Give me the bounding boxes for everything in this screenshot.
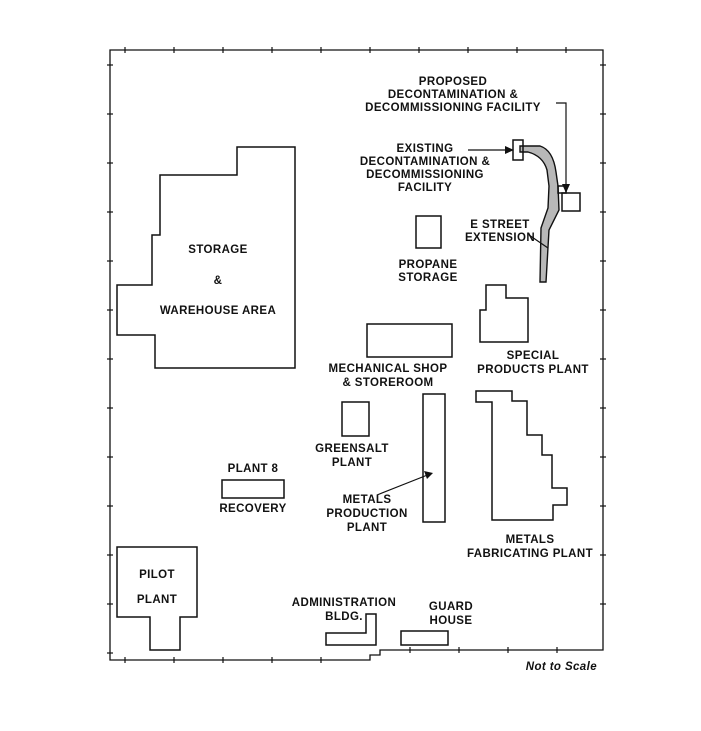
existing-label-line4: FACILITY bbox=[398, 182, 452, 194]
estreet-leader bbox=[528, 234, 549, 249]
special-label-line1: SPECIAL bbox=[507, 350, 560, 362]
existing-facility-arrowhead bbox=[505, 146, 514, 154]
pilot-label-line1: PILOT bbox=[139, 569, 175, 581]
guard-label-line2: HOUSE bbox=[430, 615, 473, 627]
propane-label-line1: PROPANE bbox=[399, 259, 458, 271]
fence-ticks bbox=[107, 47, 606, 663]
metals-fabricating-building bbox=[475, 390, 568, 521]
propane-storage-building bbox=[415, 215, 442, 249]
existing-label-line1: EXISTING bbox=[397, 143, 454, 155]
metalsprod-label-line2: PRODUCTION bbox=[326, 508, 407, 520]
greensalt-label-line1: GREENSALT bbox=[315, 443, 389, 455]
e-street-extension-road bbox=[519, 145, 560, 283]
estreet-label-line1: E STREET bbox=[470, 219, 529, 231]
scale-note: Not to Scale bbox=[526, 661, 597, 673]
guard-label-line1: GUARD bbox=[429, 601, 473, 613]
existing-label-line3: DECOMMISSIONING bbox=[366, 169, 484, 181]
propane-label-line2: STORAGE bbox=[398, 272, 457, 284]
storage-label-line3: WAREHOUSE AREA bbox=[160, 305, 276, 317]
special-label-line2: PRODUCTS PLANT bbox=[477, 364, 589, 376]
guard-house-building bbox=[400, 630, 449, 646]
proposed-dd-facility-building bbox=[561, 192, 581, 212]
plant8-label-line2: RECOVERY bbox=[219, 503, 286, 515]
proposed-label-line1: PROPOSED bbox=[419, 76, 487, 88]
storage-warehouse-building bbox=[116, 146, 296, 369]
metals-production-leader bbox=[376, 473, 431, 496]
metals-production-arrowhead bbox=[424, 471, 433, 479]
metalsfab-label-line1: METALS bbox=[506, 534, 555, 546]
greensalt-plant-building bbox=[341, 401, 370, 437]
pilot-label-line2: PLANT bbox=[137, 594, 177, 606]
existing-label-line2: DECONTAMINATION & bbox=[360, 156, 490, 168]
storage-label-line2: & bbox=[214, 275, 223, 287]
special-products-building bbox=[479, 284, 529, 343]
proposed-facility-arrowhead bbox=[562, 184, 570, 193]
administration-building bbox=[325, 613, 377, 646]
proposed-label-line2: DECONTAMINATION & bbox=[388, 89, 518, 101]
metals-production-building bbox=[422, 393, 446, 523]
plant8-recovery-building bbox=[221, 479, 285, 499]
proposed-facility-leader bbox=[556, 102, 567, 192]
proposed-label-line3: DECOMMISSIONING FACILITY bbox=[365, 102, 541, 114]
storage-label-line1: STORAGE bbox=[188, 244, 247, 256]
pilot-plant-building bbox=[116, 546, 198, 651]
mech-label-line2: & STOREROOM bbox=[342, 377, 433, 389]
greensalt-label-line2: PLANT bbox=[332, 457, 372, 469]
mech-label-line1: MECHANICAL SHOP bbox=[329, 363, 448, 375]
metalsprod-label-line1: METALS bbox=[343, 494, 392, 506]
estreet-label-line2: EXTENSION bbox=[465, 232, 535, 244]
mechanical-shop-building bbox=[366, 323, 453, 358]
plant8-label-line1: PLANT 8 bbox=[228, 463, 279, 475]
metalsprod-label-line3: PLANT bbox=[347, 522, 387, 534]
admin-label-line2: BLDG. bbox=[325, 611, 363, 623]
site-boundary-fence bbox=[109, 49, 604, 661]
metalsfab-label-line2: FABRICATING PLANT bbox=[467, 548, 593, 560]
admin-label-line1: ADMINISTRATION bbox=[292, 597, 396, 609]
